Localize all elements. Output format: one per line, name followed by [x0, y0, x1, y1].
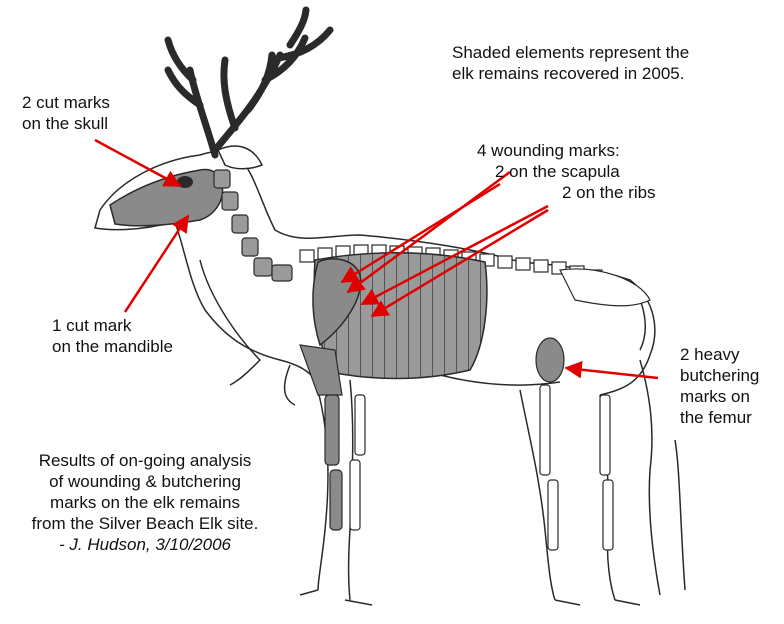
- hind-leg-bones: [536, 269, 650, 550]
- femur-shaded: [536, 338, 564, 382]
- wounding-marks-label: 4 wounding marks: 2 on the scapula 2 on …: [477, 140, 656, 203]
- skull-cut-marks-label: 2 cut marks on the skull: [22, 92, 110, 134]
- shaded-elements-note: Shaded elements represent the elk remain…: [452, 42, 689, 84]
- author-credit: - J. Hudson, 3/10/2006: [10, 534, 280, 555]
- arrow-mandible: [125, 216, 188, 312]
- neck-vertebrae: [214, 170, 292, 281]
- femur-butchering-label: 2 heavy butchering marks on the femur: [680, 344, 759, 428]
- results-caption: Results of on-going analysis of wounding…: [10, 450, 280, 555]
- mandible-cut-mark-label: 1 cut mark on the mandible: [52, 315, 173, 357]
- antlers: [168, 10, 330, 155]
